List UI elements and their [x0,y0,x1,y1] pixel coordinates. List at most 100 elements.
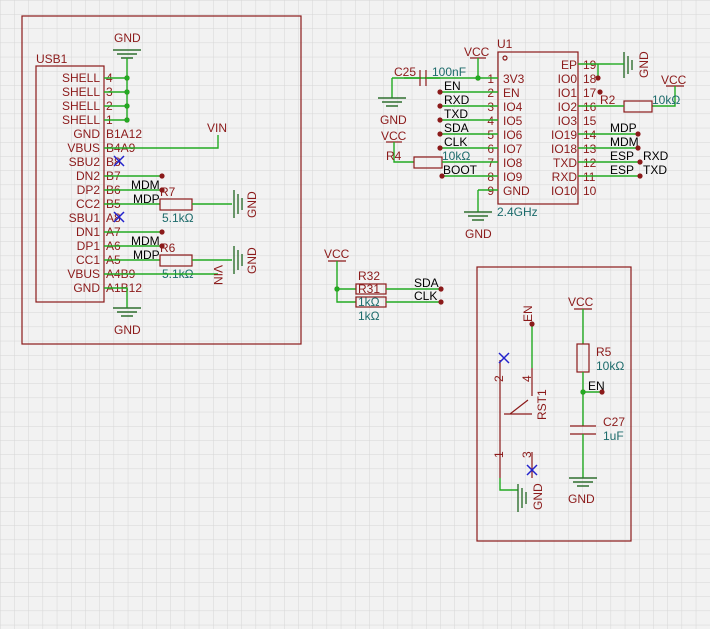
r2-vcc: VCC [661,73,687,87]
u1-body [497,51,579,205]
junction-dot [437,131,443,137]
u1-right-num: 17 [583,86,597,100]
gnd-r6: GND [245,247,259,274]
usb-pin-name: SBU2 [69,155,101,169]
r2-value: 10kΩ [652,93,680,107]
mdp-label-1: MDP [133,192,160,206]
net-txd-right: TXD [643,163,667,177]
u1-right-pin: IO10 [551,184,577,198]
i2c-vcc: VCC [324,247,350,261]
nc-mark-rst-2 [498,352,510,364]
u1-left-num: 2 [487,86,494,100]
net-txd: TXD [444,107,468,121]
usb-pin-name: SHELL [62,85,100,99]
net-esp-2: ESP [610,163,634,177]
u1-right-num: 13 [583,142,597,156]
u1-right-num: 10 [583,184,597,198]
nc-mark-sbu1 [113,211,125,223]
r5-ref: R5 [596,345,612,359]
wire-junction [475,75,481,81]
usb-pin-name: SHELL [62,99,100,113]
usb-pin-name: DP1 [77,239,101,253]
usb-pin-number: B1A12 [106,127,142,141]
u1-left-num: 8 [487,170,494,184]
usb-bottom-gnd: GND [114,323,141,337]
rst-pin-3: 3 [520,451,534,458]
junction-dot [159,243,165,249]
u1-right-num: 16 [583,100,597,114]
junction-dot [437,145,443,151]
nc-mark-sbu2 [113,155,125,167]
u1-left-pin: IO7 [503,142,523,156]
r2-ref: R2 [600,93,616,107]
u1-vcc: VCC [464,45,490,59]
net-rxd: RXD [444,93,470,107]
u1-right-num: 15 [583,114,597,128]
rst-gnd-2: GND [568,492,595,506]
nc-mark-rst-3 [526,464,538,476]
u1-left-pin: EN [503,86,520,100]
usb-pin-name: CC2 [76,197,100,211]
rst-vcc: VCC [568,295,594,309]
wire-junction [124,75,130,81]
usb-pin-name: SHELL [62,71,100,85]
r32-ref: R32 [358,269,380,283]
u1-right-pin: IO3 [558,114,578,128]
u1-right-num: 14 [583,128,597,142]
u1-left-pin: GND [503,184,530,198]
c25-value: 100nF [432,65,466,79]
junction-dot [437,117,443,123]
u1-left-pin: IO4 [503,100,523,114]
junction-dot [599,389,605,395]
junction-dot [438,286,444,292]
u1-right-num: 19 [583,58,597,72]
junction-dot [637,159,643,165]
u1-right-pin: RXD [552,170,578,184]
junction-dot [637,173,643,179]
usb-vin: VIN [207,121,227,135]
net-sda: SDA [444,121,469,135]
junction-dot [439,173,445,179]
rst-ref: RST1 [535,389,549,420]
r4-value: 10kΩ [442,149,470,163]
r31-ref: R31 [358,282,380,296]
rst-pin-4: 4 [520,375,534,382]
c25-ref: C25 [394,65,416,79]
net-mdp: MDP [610,121,637,135]
wire-junction [580,389,586,395]
junction-dot [159,173,165,179]
usb-pin-name: VBUS [67,267,100,281]
junction-dot [597,89,603,95]
u1-right-pin: IO18 [551,142,577,156]
r4-vcc: VCC [381,129,407,143]
i2c-clk: CLK [414,289,437,303]
usb-frame [21,15,302,345]
rst-pin-1: 1 [492,451,506,458]
u1-left-num: 1 [487,72,494,86]
net-boot: BOOT [443,163,478,177]
i2c-section: VCC R32 R31 1kΩ 1kΩ SDA CLK [324,247,441,323]
wire-junction [124,103,130,109]
junction-dot [529,321,535,327]
u1-right-pin: IO19 [551,128,577,142]
usb-top-gnd: GND [114,31,141,45]
u1-right-pin: EP [561,58,577,72]
usb-vin-2: VIN [211,265,225,285]
usb-pin-name: VBUS [67,141,100,155]
junction-dot [159,187,165,193]
usb-pin-name: GND [73,127,100,141]
u1-left-pin: IO8 [503,156,523,170]
u1-value: 2.4GHz [497,205,538,219]
u1-left-pin: 3V3 [503,72,525,86]
net-mdm: MDM [610,135,639,149]
usb-pin-name: DN1 [76,225,100,239]
u1-gnd: GND [465,227,492,241]
r5-value: 10kΩ [596,359,624,373]
usb-pin-name: SBU1 [69,211,101,225]
u1-left-pin: IO5 [503,114,523,128]
u1-right-pin: IO1 [558,86,578,100]
junction-dot [437,103,443,109]
